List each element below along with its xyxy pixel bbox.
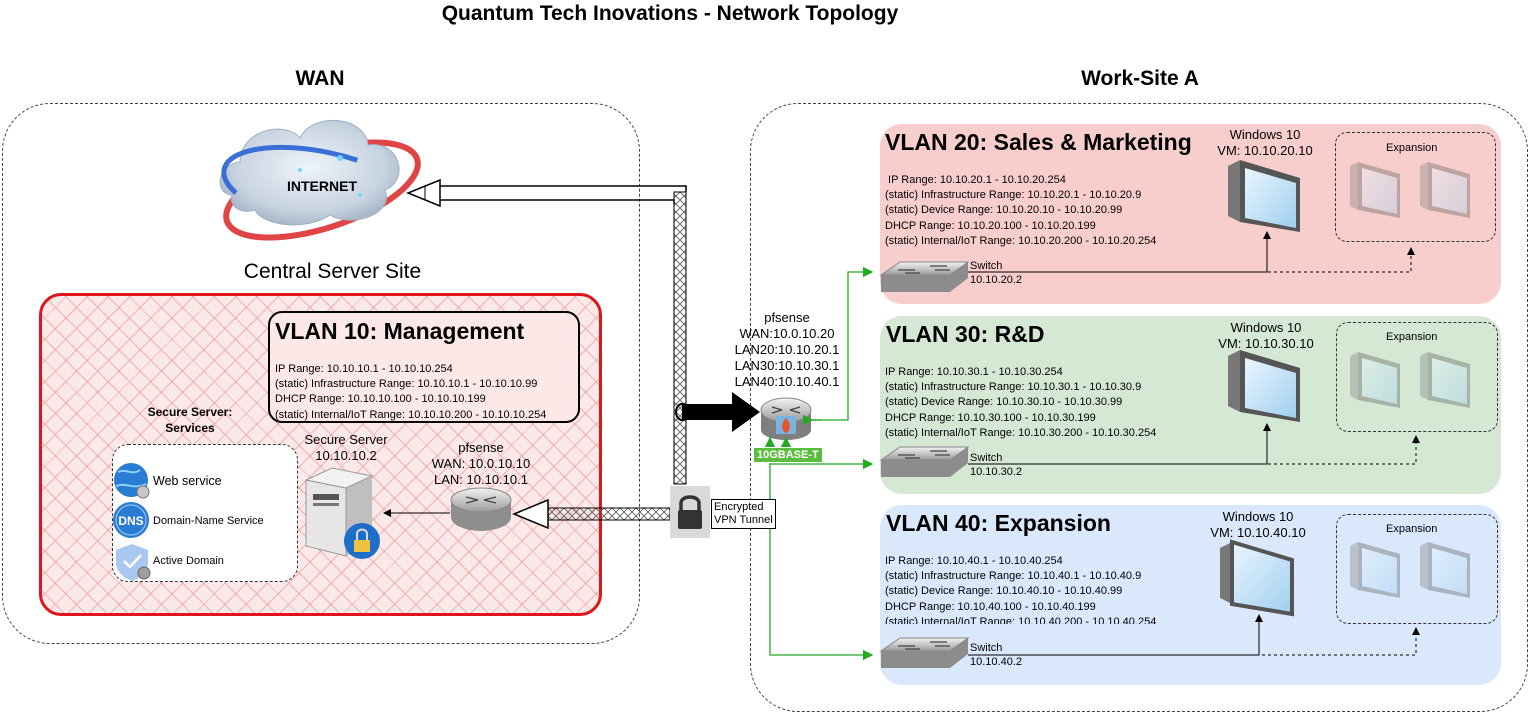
services-title: Secure Server: Services: [147, 405, 233, 435]
expansion-label-vlan30: Expansion: [1386, 331, 1438, 343]
switch-vlan20-label: Switch 10.10.20.2: [970, 260, 1022, 286]
vlan30-ranges: IP Range: 10.10.30.1 - 10.10.30.254 (sta…: [885, 366, 1157, 439]
diagram-title: Quantum Tech Inovations - Network Topolo…: [441, 2, 899, 25]
central-site-label: Central Server Site: [243, 260, 422, 283]
vm-vlan40-icon: [1220, 539, 1294, 617]
internet-cloud-icon: [219, 119, 423, 241]
vm-vlan20-label: Windows 10 VM: 10.10.20.10: [1217, 127, 1313, 158]
service-web-label: Web service: [153, 474, 222, 488]
wan-label: WAN: [295, 67, 345, 90]
expansion-label-vlan20: Expansion: [1386, 142, 1438, 154]
vlan40-ranges: IP Range: 10.10.40.1 - 10.10.40.254 (sta…: [885, 555, 1157, 624]
lock-icon: [670, 486, 710, 538]
switch-vlan30-icon: [879, 446, 970, 477]
service-ad-label: Active Domain: [153, 555, 224, 567]
switch-vlan20-icon: [879, 261, 970, 292]
secure-server-icon: [304, 467, 380, 559]
internet-label: INTERNET: [287, 178, 357, 194]
main-pfsense-label: pfsense WAN:10.0.10.20 LAN20:10.10.20.1 …: [734, 310, 840, 389]
service-dns-label: Domain-Name Service: [153, 515, 264, 527]
dns-icon: DNS: [113, 502, 149, 538]
vlan20-area: [880, 124, 1501, 304]
vlan30-title: VLAN 30: R&D: [886, 321, 1045, 347]
vpn-tunnel-label: Encrypted VPN Tunnel: [711, 499, 776, 529]
mgmt-vlan-title: VLAN 10: Management: [275, 318, 525, 344]
vpn-pipe-vertical: [673, 191, 687, 485]
expansion-workstations: [1350, 162, 1470, 598]
vm-vlan20-icon: [1228, 160, 1300, 232]
switch-vlan40-label: Switch 10.10.40.2: [970, 642, 1022, 668]
dns-icon-text: DNS: [118, 514, 143, 528]
expansion-box-vlan40: [1336, 514, 1498, 624]
web-service-icon: [114, 463, 150, 499]
main-pfsense-firewall-icon: [760, 397, 812, 440]
switch-links: [968, 231, 1420, 656]
active-domain-icon: [116, 544, 151, 581]
vlan20-ranges: IP Range: 10.10.20.1 - 10.10.20.254 (sta…: [885, 174, 1157, 247]
switch-vlan30-label: Switch 10.10.30.2: [970, 452, 1022, 478]
expansion-box-vlan30: [1336, 322, 1498, 432]
wan-region: [2, 103, 640, 644]
link-speed-badge: 10GBASE-T: [753, 447, 823, 463]
mgmt-info-box: [268, 311, 580, 423]
worksite-label: Work-Site A: [1081, 67, 1199, 90]
vm-vlan30-icon: [1228, 350, 1300, 422]
mgmt-pfsense-router-icon: [450, 487, 512, 531]
mgmt-vlan-ranges: IP Range: 10.10.10.1 - 10.10.10.254 (sta…: [275, 363, 547, 421]
vlan40-title: VLAN 40: Expansion: [886, 510, 1111, 536]
vm-vlan40-label: Windows 10 VM: 10.10.40.10: [1210, 509, 1306, 540]
expansion-label-vlan40: Expansion: [1386, 523, 1438, 535]
vm-vlan30-label: Windows 10 VM: 10.10.30.10: [1218, 320, 1314, 351]
switch-vlan40-icon: [879, 637, 970, 668]
mgmt-pfsense-label: pfsense WAN: 10.0.10.10 LAN: 10.10.10.1: [431, 440, 531, 487]
vlan20-title: VLAN 20: Sales & Marketing: [885, 129, 1192, 155]
secure-server-label: Secure Server 10.10.10.2: [304, 432, 388, 463]
expansion-box-vlan20: [1335, 132, 1496, 242]
